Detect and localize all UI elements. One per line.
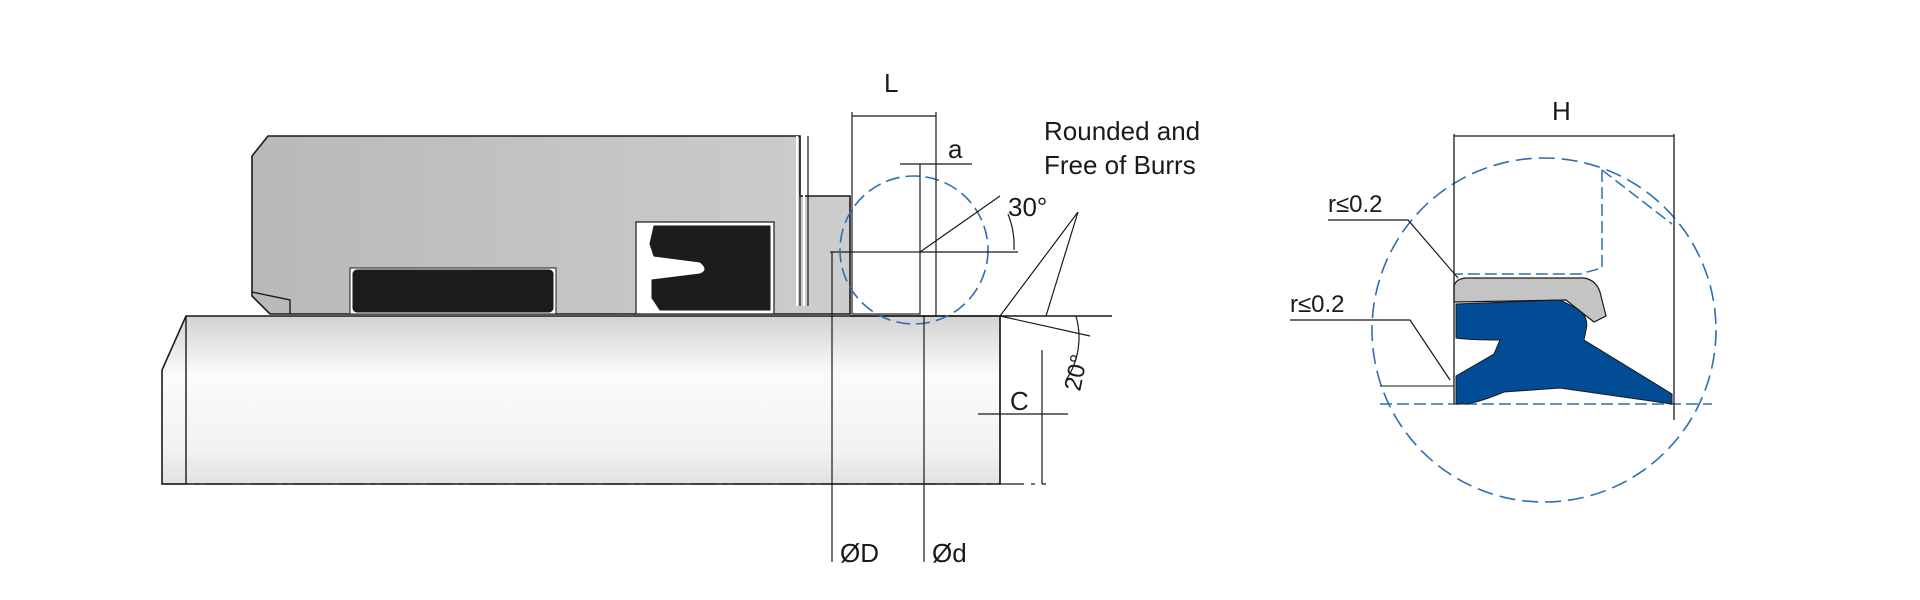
angle-30-leg	[919, 195, 1001, 253]
label-D: ØD	[840, 538, 879, 568]
label-a: a	[948, 134, 963, 164]
detail-blue-seal	[1455, 299, 1673, 405]
label-H: H	[1552, 96, 1571, 126]
angle-20-arc	[1065, 315, 1080, 381]
guide-ring	[352, 269, 554, 313]
label-d: Ød	[932, 538, 967, 568]
rod-seal	[649, 225, 771, 311]
label-r-top: r≤0.2	[1328, 191, 1383, 218]
note-rounded: Rounded and	[1044, 116, 1200, 146]
note-burrs: Free of Burrs	[1044, 150, 1196, 180]
note-leader-2	[1045, 211, 1079, 317]
piston-rod	[161, 315, 1001, 485]
detail-housing-slope	[1601, 169, 1673, 225]
detail-housing-outline	[1454, 170, 1603, 275]
angle-30-arc	[1007, 213, 1015, 251]
detail-circle-left	[839, 175, 989, 325]
housing-step-edge	[251, 291, 291, 314]
detail-circle-right	[1371, 157, 1717, 503]
label-r-bottom: r≤0.2	[1290, 291, 1345, 318]
label-20-deg: 20°	[1059, 352, 1093, 393]
detail-backup-ring	[1453, 277, 1607, 323]
lead-in-chamfer-area	[851, 251, 921, 315]
angle-20-leg	[999, 315, 1091, 337]
label-30-deg: 30°	[1008, 192, 1047, 222]
label-L: L	[884, 68, 898, 98]
note-leader-1	[999, 211, 1079, 317]
leader-r-top	[1328, 219, 1459, 279]
leader-r-bottom	[1290, 319, 1451, 381]
label-C: C	[1010, 386, 1029, 416]
